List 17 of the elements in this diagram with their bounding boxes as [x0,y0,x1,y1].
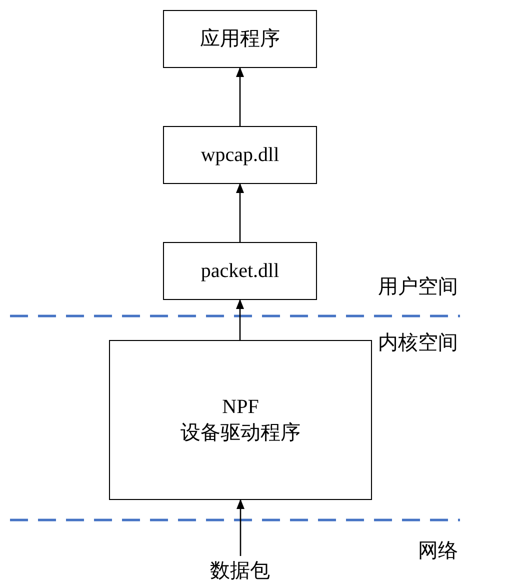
node-label: 应用程序 [200,27,280,52]
process-box [163,242,317,300]
arrow [236,67,244,126]
node-label: 数据包 [210,559,270,584]
arrow [236,183,244,242]
node-label: packet.dll [200,259,280,284]
node-label: NPF [222,395,259,420]
arrow [236,499,244,556]
process-box [163,126,317,184]
arrow [236,299,244,340]
node-label: wpcap.dll [200,143,280,168]
process-box [109,340,372,500]
region-label: 网络 [418,539,458,564]
region-label: 用户空间 [378,275,458,300]
node-label: 设备驱动程序 [180,421,300,446]
process-box [163,10,317,68]
region-label: 内核空间 [378,331,458,356]
